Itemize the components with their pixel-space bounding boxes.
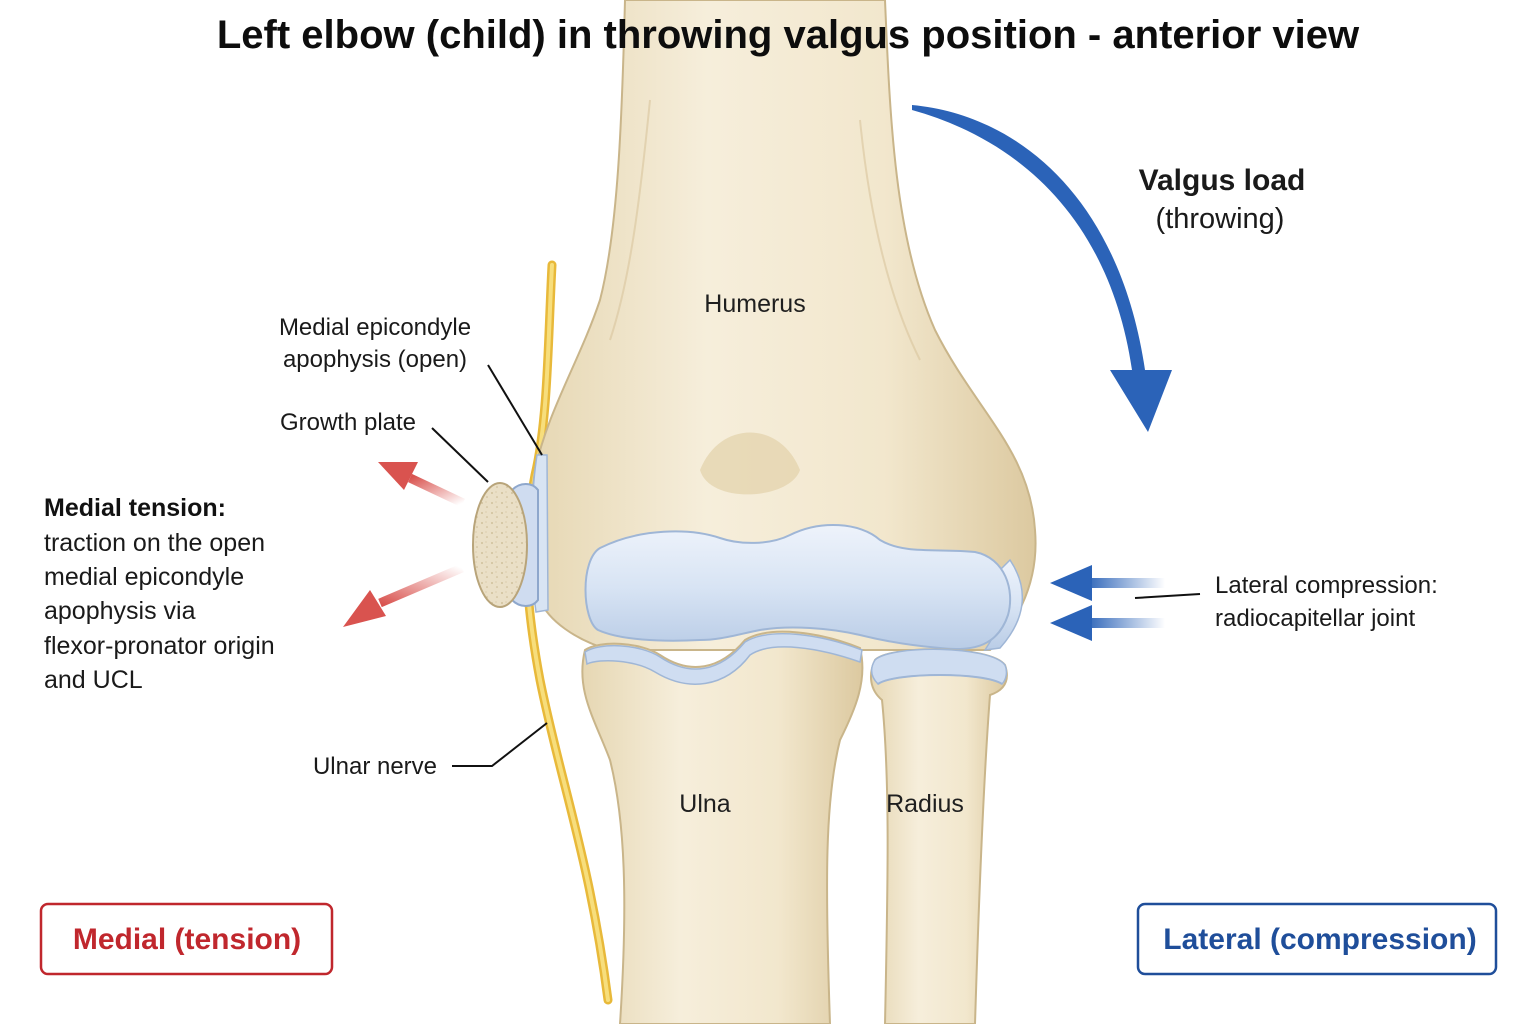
compression-arrow-upper-head bbox=[1050, 565, 1092, 601]
apophysis-leader-line bbox=[487, 364, 543, 456]
medial-tension-arrows bbox=[343, 462, 465, 627]
lateral-compression-box-label: Lateral (compression) bbox=[1163, 923, 1476, 956]
radius-label: Radius bbox=[886, 790, 964, 818]
tension-arrow-upper-shaft bbox=[408, 473, 465, 508]
ulnar-nerve-label: Ulnar nerve bbox=[313, 753, 437, 780]
medial-tension-line-1: traction on the open bbox=[44, 529, 265, 557]
lateral-compression-box bbox=[1136, 902, 1498, 976]
compression-arrow-upper-shaft bbox=[1085, 578, 1165, 588]
growth-plate-leader-line bbox=[431, 427, 489, 483]
radius-bone bbox=[869, 648, 1008, 1024]
lateral-compression-leader-line bbox=[1134, 593, 1201, 599]
page-title: Left elbow (child) in throwing valgus po… bbox=[217, 13, 1360, 57]
ulna-label: Ulna bbox=[679, 790, 731, 818]
coronoid-fossa bbox=[700, 432, 800, 495]
distal-humerus-cartilage bbox=[584, 523, 1012, 650]
tension-arrow-lower-head bbox=[343, 590, 386, 627]
apophysis-label-line-1: Medial epicondyle bbox=[279, 314, 471, 341]
humerus-bone bbox=[529, 0, 1037, 651]
ulnar-nerve-leader-line bbox=[452, 722, 548, 767]
medial-tension-line-5: and UCL bbox=[44, 666, 143, 694]
lateral-compression-label-line-1: Lateral compression: bbox=[1215, 572, 1438, 599]
humerus-shading-line bbox=[609, 99, 651, 341]
ulna-bone bbox=[581, 630, 864, 1024]
humerus-label: Humerus bbox=[704, 290, 805, 318]
trochlear-notch-cartilage bbox=[584, 633, 863, 685]
compression-arrow-lower-head bbox=[1050, 605, 1092, 641]
tension-arrow-lower-shaft bbox=[378, 563, 464, 608]
compression-arrow-lower-shaft bbox=[1085, 618, 1165, 628]
medial-epicondyle-apophysis bbox=[472, 482, 528, 608]
apophysis-label-line-2: apophysis (open) bbox=[283, 346, 467, 373]
medial-tension-line-2: medial epicondyle bbox=[44, 563, 244, 591]
medial-tension-line-4: flexor-pronator origin bbox=[44, 632, 275, 660]
medial-tension-box bbox=[39, 902, 334, 976]
growth-plate-label: Growth plate bbox=[280, 409, 416, 436]
radial-head-cartilage bbox=[870, 648, 1008, 685]
valgus-load-arrow bbox=[912, 105, 1172, 432]
lateral-compression-label-line-2: radiocapitellar joint bbox=[1215, 605, 1415, 632]
humerus-shading-line-2 bbox=[859, 119, 921, 361]
medial-tension-heading: Medial tension: bbox=[44, 494, 226, 522]
medial-tension-box-label: Medial (tension) bbox=[73, 923, 301, 956]
radial-head-rim bbox=[877, 674, 1003, 685]
tension-arrow-upper-head bbox=[378, 462, 418, 490]
valgus-load-heading: Valgus load bbox=[1139, 164, 1306, 197]
medial-tension-line-3: apophysis via bbox=[44, 597, 196, 625]
valgus-load-subtitle: (throwing) bbox=[1156, 203, 1285, 235]
lateral-compression-arrows bbox=[1050, 565, 1165, 641]
